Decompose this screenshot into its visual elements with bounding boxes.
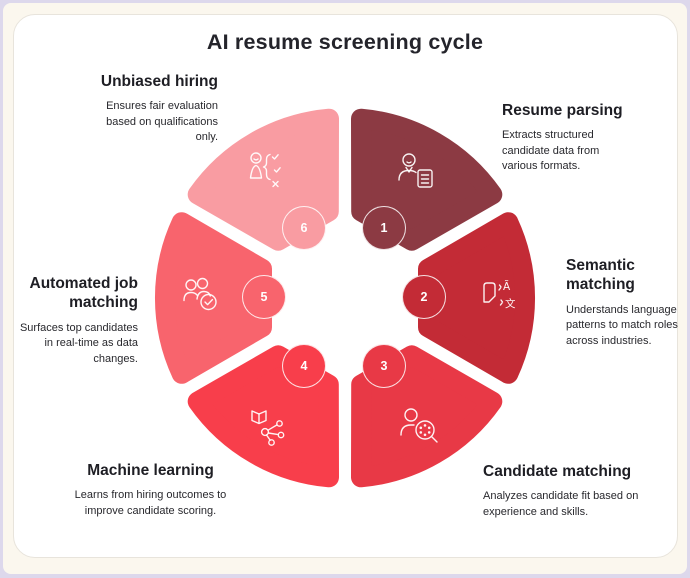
infographic-card: [13, 14, 678, 558]
segment-description: Ensures fair evaluation based on qualifi…: [106, 100, 218, 144]
label-semantic-matching: Semantic matching Understands language p…: [566, 256, 690, 349]
segment-title: Machine learning: [87, 462, 214, 479]
page-title: AI resume screening cycle: [206, 30, 484, 54]
step-number: 1: [380, 221, 388, 235]
wheel-segment-5: [154, 212, 272, 384]
step-badge-2: 2: [402, 275, 446, 319]
segment-description: Surfaces top candidates in real-time as …: [19, 321, 138, 365]
label-candidate-matching: Candidate matching Analyzes candidate fi…: [483, 462, 658, 520]
step-number: 6: [300, 221, 308, 235]
step-number: 4: [300, 359, 308, 373]
segment-description: Understands language patterns to match r…: [566, 303, 678, 347]
label-unbiased-hiring: Unbiased hiring Ensures fair evaluation …: [80, 72, 218, 146]
person-decision-icon: [242, 147, 290, 195]
label-resume-parsing: Resume parsing Extracts structured candi…: [502, 101, 657, 175]
wheel-segment-3: [351, 345, 503, 488]
svg-text:文: 文: [505, 297, 516, 310]
book-network-icon: [243, 402, 291, 450]
person-magnifier-icon: [396, 402, 444, 450]
segment-description: Analyzes candidate fit based on experien…: [483, 490, 639, 518]
label-machine-learning: Machine learning Learns from hiring outc…: [53, 461, 248, 519]
label-automated-job-matching: Automated job matching Surfaces top cand…: [5, 274, 138, 367]
segment-description: Extracts structured candidate data from …: [502, 129, 600, 173]
person-document-icon: [392, 148, 440, 196]
step-badge-1: 1: [362, 206, 406, 250]
step-number: 3: [380, 359, 388, 373]
step-badge-4: 4: [282, 344, 326, 388]
people-check-icon: [178, 271, 226, 319]
segment-title: Candidate matching: [483, 463, 632, 480]
segment-title: Resume parsing: [502, 102, 623, 119]
segment-title: Unbiased hiring: [100, 73, 218, 90]
segment-title: Semantic matching: [566, 257, 635, 294]
language-document-icon: Ã 文: [472, 271, 520, 319]
segment-title: Automated job matching: [29, 275, 139, 312]
step-number: 5: [260, 290, 268, 304]
step-badge-5: 5: [242, 275, 286, 319]
step-number: 2: [420, 290, 428, 304]
wheel-segment-2: [418, 212, 536, 384]
step-badge-3: 3: [362, 344, 406, 388]
svg-text:Ã: Ã: [503, 280, 511, 293]
step-badge-6: 6: [282, 206, 326, 250]
segment-description: Learns from hiring outcomes to improve c…: [74, 489, 227, 517]
